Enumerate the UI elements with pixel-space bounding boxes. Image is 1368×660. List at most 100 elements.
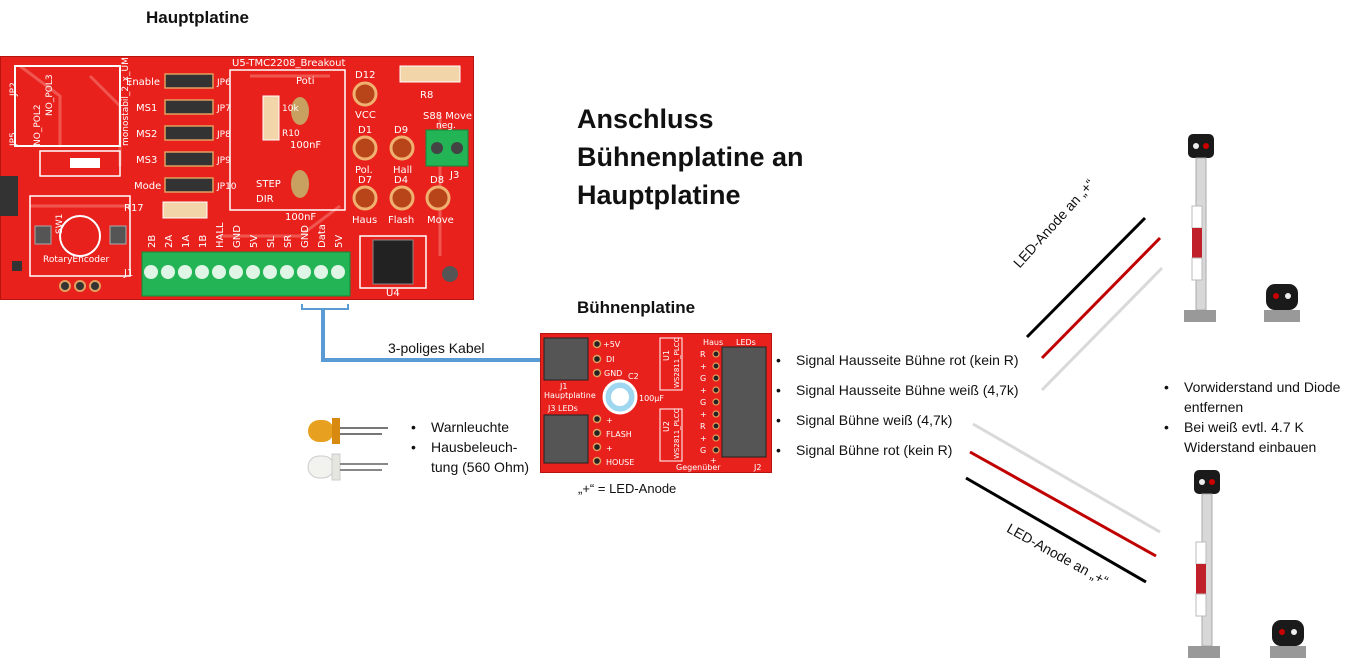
- jp-label: JP8: [216, 130, 231, 140]
- pin-mark: G: [700, 446, 706, 455]
- led-ref: D9: [394, 125, 408, 136]
- j3-label: J3: [449, 170, 459, 181]
- led-pictures: [307, 418, 388, 481]
- poti-label: Poti: [296, 76, 315, 87]
- led-label: Flash: [388, 215, 414, 226]
- gegenueber-label: Gegenüber: [676, 463, 721, 472]
- dwarf-signal-icon: [1264, 284, 1300, 322]
- led-item: Warnleuchte: [407, 417, 547, 437]
- jp-label: JP10: [216, 182, 237, 192]
- jumper-label: Enable: [126, 77, 160, 88]
- pin-label: 2B: [147, 235, 158, 248]
- note-item: Bei weiß evtl. 4.7 K Widerstand einbauen: [1160, 417, 1365, 457]
- notes-list: Vorwiderstand und Diode entfernen Bei wei…: [1160, 377, 1365, 457]
- anode-note: „+“ = LED-Anode: [578, 481, 677, 496]
- pin-label: 2A: [164, 235, 175, 248]
- pin-label: FLASH: [606, 430, 632, 439]
- haus-label: Haus: [703, 338, 723, 347]
- neg-label: neg.: [436, 121, 456, 131]
- jp-label: JP6: [216, 78, 231, 88]
- pin-label: HOUSE: [606, 458, 634, 467]
- nopol-label: NO_POL3: [45, 74, 55, 116]
- led-item-continuation: tung (560 Ohm): [431, 459, 530, 475]
- ws2811-label: WS2811_PLCC: [673, 337, 681, 388]
- j3-label: J3 LEDs: [547, 404, 578, 413]
- led-label: Haus: [352, 215, 377, 226]
- main-board-title: Hauptplatine: [146, 8, 249, 27]
- pin-label: HALL: [215, 222, 226, 248]
- pin-mark: G: [700, 398, 706, 407]
- note-line: Widerstand einbauen: [1184, 439, 1317, 455]
- resistor-label: R10: [282, 129, 300, 139]
- jp-label: JP7: [216, 104, 231, 114]
- led-label: Hall: [393, 165, 412, 176]
- note-item: Vorwiderstand und Diode entfernen: [1160, 377, 1365, 417]
- led-ref: D12: [355, 70, 375, 81]
- pin-label: 1A: [181, 235, 192, 248]
- pin-mark: R: [700, 350, 706, 359]
- encoder-label: RotaryEncoder: [43, 255, 110, 265]
- headline: Anschluss Bühnenplatine an Hauptplatine: [577, 100, 804, 214]
- led-ref: D1: [358, 125, 372, 136]
- signal-item: Signal Hausseite Bühne rot (kein R): [772, 350, 1042, 370]
- pin-label: +5V: [603, 340, 621, 349]
- led-ref: D8: [430, 175, 444, 186]
- cap-label: 100nF: [285, 212, 316, 223]
- j1-label: J1: [559, 382, 567, 391]
- led-ref: D4: [394, 175, 408, 186]
- jumper-label: MS1: [136, 103, 157, 114]
- j1-label: J1: [123, 268, 133, 279]
- r17-label: R17: [124, 203, 144, 214]
- signal-item: Signal Hausseite Bühne weiß (4,7k): [772, 380, 1042, 400]
- pin-label: SR: [283, 235, 294, 248]
- pin-label: +: [606, 444, 613, 453]
- s88-label: S88 Move: [423, 111, 472, 122]
- led-label: VCC: [355, 110, 376, 121]
- stage-board-title: Bühnenplatine: [577, 298, 696, 317]
- pin-label: DI: [606, 355, 615, 364]
- resistor-value: 10k: [282, 104, 299, 114]
- u2-label: U2: [662, 421, 671, 432]
- u1-label: U1: [662, 350, 671, 361]
- note-line: Bei weiß evtl. 4.7 K: [1184, 419, 1304, 435]
- tall-signal-icon: [1184, 134, 1216, 322]
- hauptplatine-label: Hauptplatine: [544, 391, 596, 400]
- pin-label: 1B: [198, 235, 209, 248]
- signal-item: Signal Bühne rot (kein R): [772, 440, 1042, 460]
- signal-list: Signal Hausseite Bühne rot (kein R) Sign…: [772, 350, 1042, 460]
- led-list: Warnleuchte Hausbeleuch- tung (560 Ohm): [407, 417, 547, 477]
- tall-signal-icon: [1188, 470, 1220, 658]
- pin-label: 5V: [249, 235, 260, 248]
- note-line: Vorwiderstand und Diode: [1184, 379, 1341, 395]
- dir-label: DIR: [256, 194, 274, 205]
- jp-label: JP9: [216, 156, 231, 166]
- module-label: U5-TMC2208_Breakout: [232, 58, 345, 69]
- headline-line: Bühnenplatine an: [577, 142, 804, 172]
- led-item: Hausbeleuch-: [407, 437, 547, 457]
- pin-mark: R: [700, 422, 706, 431]
- cap-label: C2: [628, 372, 639, 381]
- pin-mark: G: [700, 374, 706, 383]
- cap-value: 100µF: [639, 394, 664, 403]
- jumper-label: Mode: [134, 181, 161, 192]
- pin-mark: +: [700, 410, 707, 419]
- led-ref: D7: [358, 175, 372, 186]
- cap-label: 100nF: [290, 140, 321, 151]
- pin-label: Data: [317, 224, 328, 248]
- sw1-label: SW1: [55, 214, 65, 234]
- jp5-label: JP5: [9, 132, 19, 147]
- dwarf-signal-icon: [1270, 620, 1306, 658]
- relay-label: monostabil_2_x_UM: [121, 57, 131, 146]
- note-line: entfernen: [1184, 399, 1244, 415]
- pin-label: 5V: [334, 235, 345, 248]
- pin-mark: +: [710, 456, 717, 465]
- leds-label: LEDs: [736, 338, 756, 347]
- pin-label: +: [606, 416, 613, 425]
- pin-mark: +: [700, 386, 707, 395]
- pin-label: GND: [604, 369, 622, 378]
- ws2811-label: WS2811_PLCC: [673, 408, 681, 459]
- pin-label: GND: [300, 225, 311, 248]
- headline-line: Anschluss: [577, 104, 714, 134]
- led-label: Move: [427, 215, 454, 226]
